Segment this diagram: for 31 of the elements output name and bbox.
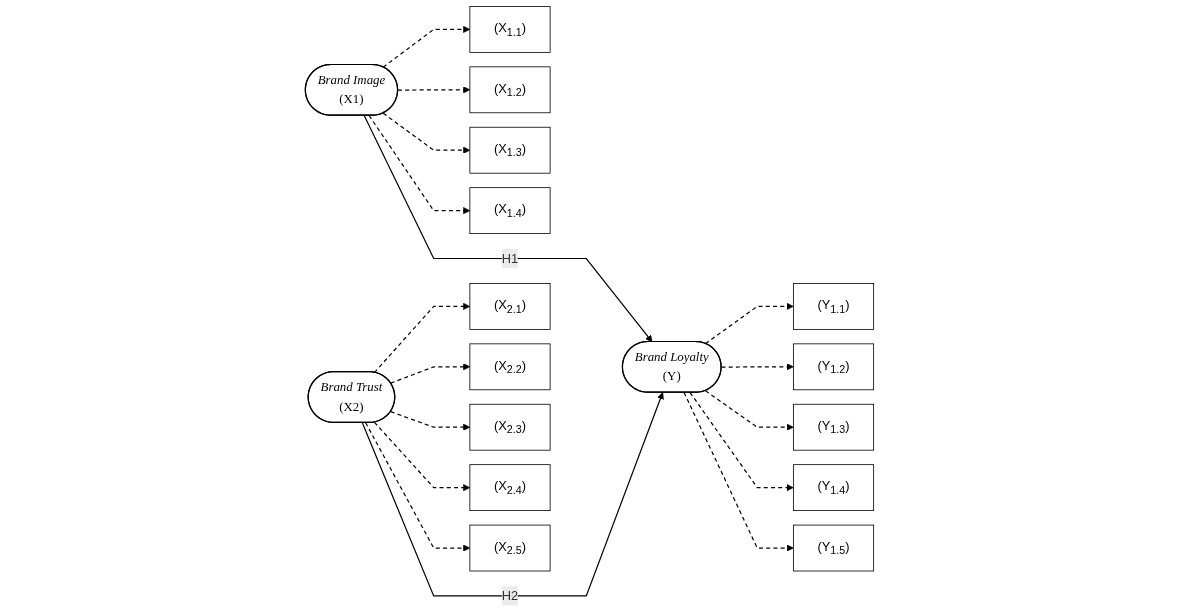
arrow	[365, 422, 471, 552]
arrow	[683, 391, 794, 552]
arrow	[382, 25, 471, 68]
node-box: (X$_{2.5}$)	[469, 524, 551, 572]
node-box: (Y$_{1.1}$)	[793, 283, 875, 330]
node-box: (Y$_{1.3}$)	[793, 403, 875, 451]
arrow	[689, 391, 794, 492]
arrow	[382, 112, 471, 154]
node-box: (X$_{1.3}$)	[469, 126, 551, 174]
edge-label: H2	[501, 588, 519, 603]
node-box: (X$_{2.3}$)	[469, 403, 551, 451]
node-box: (X$_{2.2}$)	[469, 343, 551, 391]
node-box: (X$_{1.2}$)	[469, 66, 551, 114]
node-box: (Y$_{1.5}$)	[793, 524, 875, 572]
arrow	[390, 411, 471, 431]
node-box: (Y$_{1.2}$)	[793, 343, 875, 391]
arrow	[361, 392, 664, 597]
arrow	[363, 114, 653, 343]
arrow	[373, 302, 471, 374]
node-box: (X$_{2.1}$)	[469, 283, 551, 330]
node-box: (X$_{2.4}$)	[469, 464, 551, 511]
edge-label: H1	[501, 251, 519, 265]
node-box: (Y$_{1.4}$)	[793, 464, 875, 511]
arrow	[368, 114, 471, 215]
arrow	[704, 302, 794, 345]
arrow	[397, 86, 471, 94]
arrow	[373, 421, 471, 492]
arrow	[390, 363, 471, 384]
node-box: (X$_{1.4}$)	[469, 187, 551, 234]
node-box: (X$_{1.1}$)	[469, 6, 551, 53]
arrow	[704, 390, 794, 431]
